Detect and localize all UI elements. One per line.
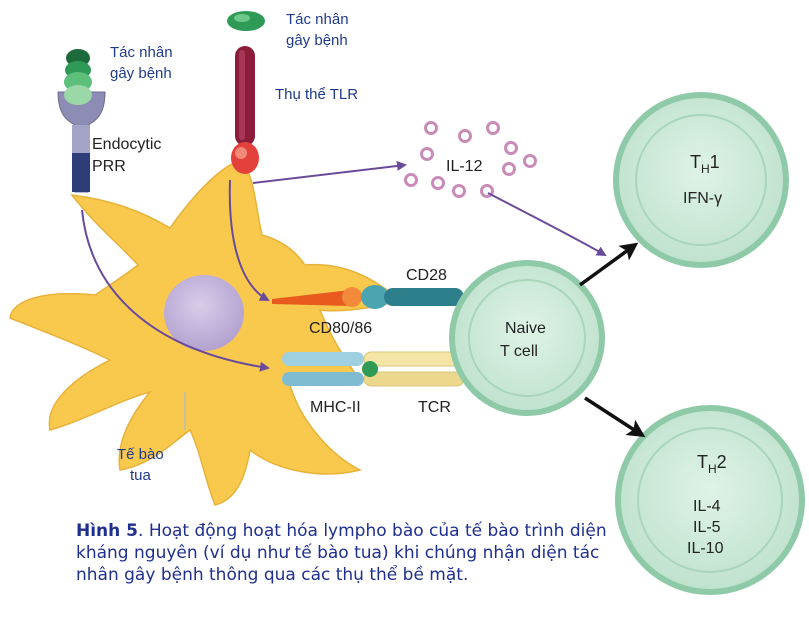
label-il12: IL-12 [446,158,483,175]
label-cd28: CD28 [406,267,447,284]
label-tcr: TCR [418,399,451,416]
th2-sub: H [708,462,717,476]
pathogen-left [64,49,92,105]
pathogen-top-highlight [234,14,250,22]
label-pathogen-top-2: gây bệnh [286,32,348,49]
label-th2-il4: IL-4 [693,498,721,515]
label-th1: TH1 [690,152,720,176]
th2-cell-inner [637,427,783,573]
th2-t: T [697,452,708,472]
label-pathogen-left-1: Tác nhân [110,44,173,61]
purple-arrows [81,160,607,372]
label-th1-cytokine: IFN-γ [683,190,722,207]
label-dendritic-2: tua [130,467,152,484]
label-mhc: MHC-II [310,399,361,416]
caption-title: Hình 5 [76,521,139,541]
arrow-tlr-to-il12 [252,160,407,184]
il12-dots [404,121,537,198]
label-endocytic-1: Endocytic [92,136,161,153]
label-dendritic-1: Tế bào [117,446,164,463]
th1-cell [613,92,789,268]
arrow-il12-to-th1 [487,192,607,256]
mhc-tcr-pair [282,351,465,387]
figure-caption: Hình 5. Hoạt động hoạt hóa lympho bào củ… [76,520,636,586]
label-endocytic-2: PRR [92,158,126,175]
th2-cell [615,405,805,595]
arrow-naive-to-th2 [584,396,646,438]
th1-sub: H [701,162,710,176]
label-th2-il5: IL-5 [693,519,721,536]
label-naive-2: T cell [500,343,538,360]
nucleus [164,275,244,351]
label-pathogen-top-1: Tác nhân [286,11,349,28]
th1-t: T [690,152,701,172]
label-cd8086: CD80/86 [309,320,372,337]
label-th2: TH2 [697,452,727,476]
label-pathogen-left-2: gây bệnh [110,65,172,82]
arrow-naive-to-th1 [578,242,639,287]
label-th2-il10: IL-10 [687,540,724,557]
th1-cell-inner [635,114,767,246]
naive-t-cell-inner [468,279,586,397]
arrow-tlr-to-cd80 [228,179,270,301]
endocytic-prr [57,91,106,193]
tlr-receptor [231,46,259,174]
caption-text: . Hoạt động hoạt hóa lympho bào của tế b… [76,521,607,585]
label-naive-1: Naive [505,320,546,337]
th1-num: 1 [710,152,720,172]
cd80-cd28-pair [272,285,464,309]
arrow-prr-to-mhc [81,209,270,372]
th2-num: 2 [717,452,727,472]
naive-t-cell [449,260,605,416]
label-tlr: Thụ thể TLR [275,86,358,103]
